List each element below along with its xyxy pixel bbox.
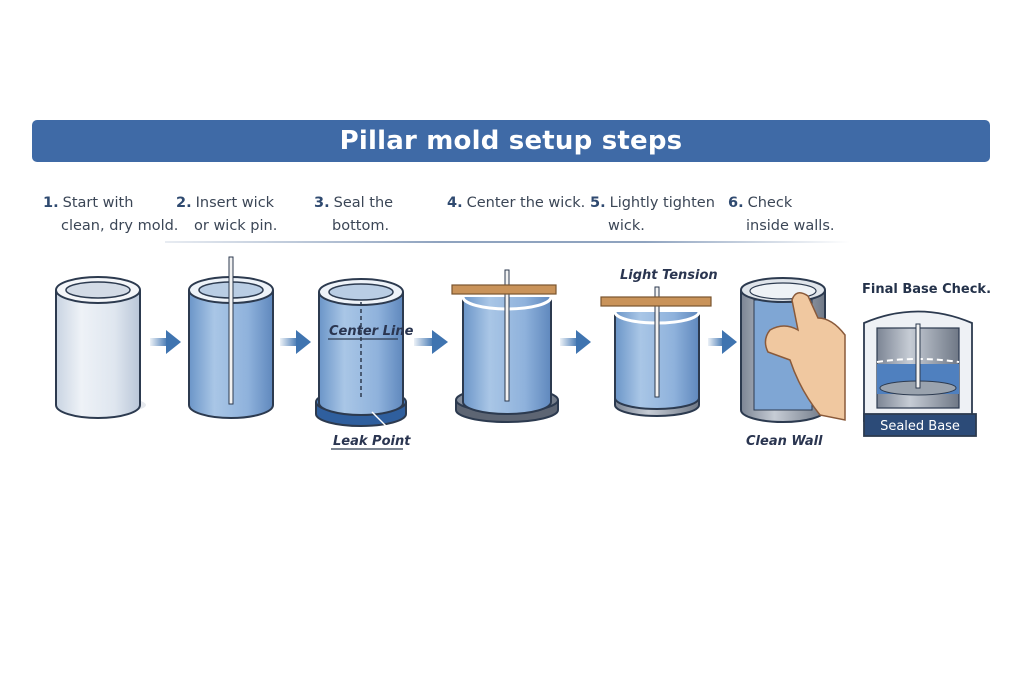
arrow-4-5 (560, 330, 591, 354)
mold-with-wick (188, 256, 274, 419)
title-banner: Pillar mold setup steps (32, 120, 990, 162)
wick-centering-bar (451, 284, 557, 295)
wick-tension-bar (600, 296, 712, 307)
sealed-base-label: Sealed Base (880, 419, 960, 434)
mold-tightened-wick (600, 286, 712, 417)
center-line-label: Center Line (329, 324, 414, 339)
arrow-5-6 (708, 330, 737, 354)
mold-centered-wick (451, 269, 559, 423)
arrow-3-4 (414, 330, 448, 354)
divider (165, 241, 850, 243)
sealed-base-cutaway (863, 310, 977, 437)
clean-wall-label: Clean Wall (746, 434, 823, 449)
wick-pin (228, 256, 234, 405)
arrow-1-2 (150, 330, 181, 354)
final-base-check-label: Final Base Check. (862, 282, 991, 297)
light-tension-label: Light Tension (620, 268, 718, 283)
mold-check-walls (740, 277, 846, 423)
page-title: Pillar mold setup steps (339, 126, 683, 156)
step-4: 4.Center the wick. (447, 195, 586, 211)
mold-sealed-bottom (315, 278, 407, 450)
hand-icon (764, 292, 846, 421)
arrow-2-3 (280, 330, 311, 354)
mold-clean-dry (55, 276, 146, 419)
leak-point-label: Leak Point (333, 434, 411, 449)
